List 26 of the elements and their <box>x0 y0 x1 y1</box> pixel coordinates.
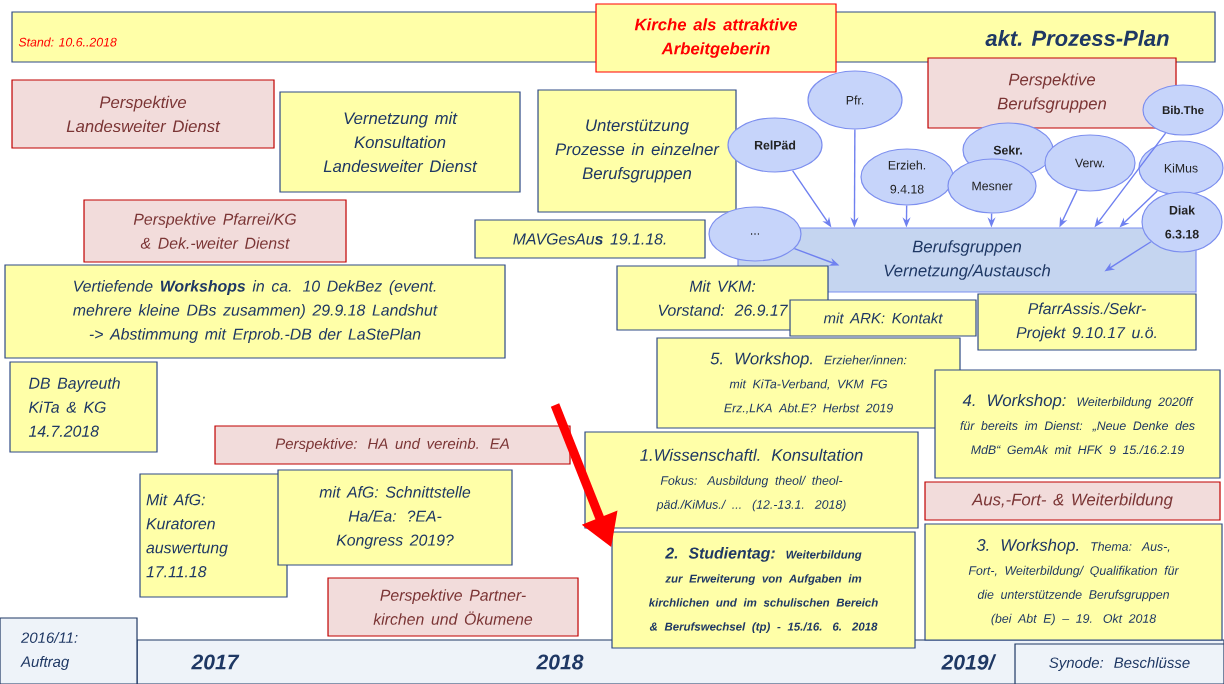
note-box: Mit AfG: Kuratoren auswertung 17.11.18 <box>139 473 288 598</box>
year-label: 2019/ <box>941 654 997 670</box>
perspective-box: Perspektive Landesweiter Dienst <box>11 79 275 149</box>
note-box: mit AfG: Schnittstelle Ha/Ea: ?EA-Kongress 2019? <box>277 469 513 566</box>
year-label: 2018 <box>536 654 584 670</box>
note-box: MAVGesAus 19.1.18. <box>474 219 706 259</box>
timeline-box: 2016/11: Auftrag <box>0 617 138 684</box>
timeline-box: Synode: Beschlüsse <box>1014 643 1224 684</box>
perspective-box: Perspektive: HA und vereinb. EA <box>214 425 571 465</box>
note-box: Vertiefende Workshops in ca. 10 DekBez (event. mehrere kleine DBs zusammen) 29.9.18 Landshut -> Abstimmung mit Erprob.-DB der LaStePlan <box>4 264 506 359</box>
perspective-box: Perspektive Partner- kirchen und Ökumene <box>327 577 579 637</box>
date-note: Stand: 10.6..2018 <box>18 37 117 47</box>
year-label: 2017 <box>191 654 240 670</box>
perspective-box: Aus,-Fort- & Weiterbildung <box>924 481 1221 521</box>
note-box: 2. Studientag: Weiterbildung zur Erweiterung von Aufgaben im kirchlichen und im schulischen Bereich & Berufswechsel (tp) - 15./16. 6. 2018 <box>611 531 916 649</box>
note-box: 3. Workshop. Thema: Aus-, Fort-, Weiterbildung/ Qualifikation für die unterstützende Berufsgruppen (bei Abt E) – 19. Okt 2018 <box>924 523 1223 641</box>
page-title: akt. Prozess-Plan <box>985 29 1169 47</box>
note-box: 1.Wissenschaftl. Konsultation Fokus: Ausbildung theol/ theol-päd./KiMus./ ... (12.-13.1. 2018) <box>584 431 919 529</box>
title-box: Kirche als attraktive Arbeitgeberin <box>595 3 837 73</box>
perspective-box: Perspektive Pfarrei/KG & Dek.-weiter Dienst <box>83 199 347 263</box>
note-box: PfarrAssis./Sekr- Projekt 9.10.17 u.ö. <box>977 293 1197 351</box>
note-box: Vernetzung mit Konsultation Landesweiter Dienst <box>279 91 521 193</box>
note-box: mit ARK: Kontakt <box>789 299 977 337</box>
note-box: 4. Workshop: Weiterbildung 2020ff für bereits im Dienst: „Neue Denke des MdB“ GemAk mit HFK 9 15./16.2.19 <box>934 369 1221 479</box>
note-box: DB Bayreuth KiTa & KG 14.7.2018 <box>9 361 158 453</box>
note-box: Unterstützung Prozesse in einzelner Berufsgruppen <box>537 89 737 213</box>
